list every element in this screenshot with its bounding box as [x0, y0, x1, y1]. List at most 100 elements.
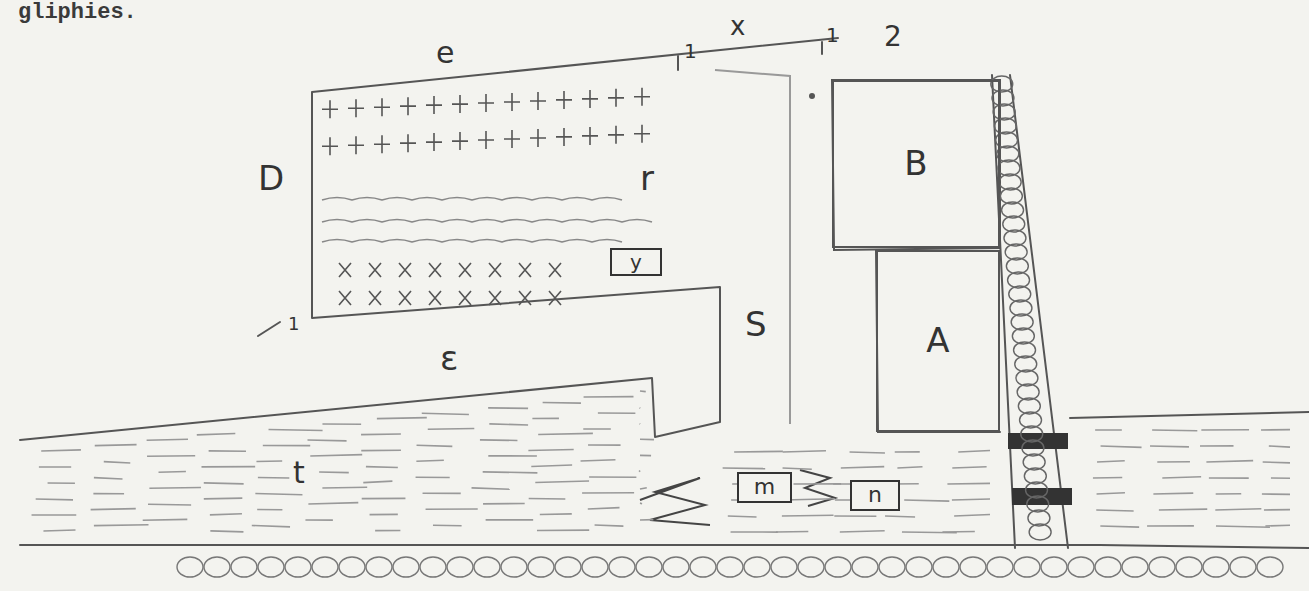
- column-edge: [1010, 75, 1068, 548]
- ground-line: [20, 545, 1309, 548]
- hatch-dash: [840, 531, 885, 532]
- loop-mark: [1122, 557, 1148, 577]
- hatch-dash: [147, 455, 195, 457]
- hatch-dash: [43, 530, 75, 531]
- loop-mark: [960, 557, 986, 577]
- x-mark: [459, 291, 471, 305]
- loop-mark: [501, 557, 527, 577]
- loop-mark: [528, 557, 554, 577]
- hatch-dash: [1209, 477, 1249, 479]
- x-mark: [429, 291, 441, 305]
- tick-number: 1: [826, 24, 839, 46]
- x-mark: [399, 291, 411, 305]
- loop-mark: [798, 557, 824, 577]
- hatch-dash: [850, 451, 885, 454]
- hatch-dash: [197, 433, 236, 434]
- zone-letter: t: [290, 456, 308, 489]
- hatch-dash: [148, 503, 191, 505]
- hatch-dash: [904, 500, 949, 501]
- loop-mark: [555, 557, 581, 577]
- loop-mark: [690, 557, 716, 577]
- plan-letter: y: [630, 251, 642, 273]
- cross-mark: [530, 92, 546, 110]
- hatch-dash: [361, 433, 401, 435]
- loop-mark: [1068, 557, 1094, 577]
- hatch-dash: [319, 471, 349, 473]
- hatch-dash: [782, 514, 834, 516]
- hatch-dash: [531, 465, 572, 466]
- hatch-dash: [640, 439, 654, 441]
- cross-mark: [504, 93, 520, 111]
- plan-letter: A: [926, 322, 949, 359]
- hatch-dash: [897, 467, 922, 468]
- hatch-dash: [640, 488, 647, 489]
- hatch-dash: [201, 466, 255, 468]
- hatch-dash: [1147, 525, 1194, 527]
- hatch-dash: [375, 530, 400, 532]
- outline-path: [312, 92, 720, 437]
- plan-box: B: [832, 80, 1000, 248]
- hatch-dash: [895, 451, 920, 453]
- cross-mark: [582, 90, 598, 108]
- hatch-dash: [1101, 446, 1142, 447]
- hatch-dash: [204, 497, 243, 499]
- loop-mark: [771, 557, 797, 577]
- zigzag-mark: [800, 470, 835, 506]
- cross-mark: [426, 133, 442, 151]
- loop-mark: [204, 557, 230, 577]
- hatch-dash: [94, 478, 123, 479]
- plan-box: A: [876, 250, 1000, 432]
- hatch-dash: [885, 516, 915, 517]
- tick-number: 1: [288, 314, 299, 334]
- hatch-dash: [1216, 493, 1242, 495]
- hatch-dash: [416, 460, 443, 463]
- plan-letter: n: [868, 483, 882, 507]
- hatch-dash: [841, 467, 884, 468]
- zigzag-mark: [640, 478, 710, 525]
- hatch-dash: [1093, 477, 1122, 479]
- hatch-dash: [91, 508, 136, 511]
- cross-mark: [348, 136, 364, 154]
- hatch-dash: [1150, 445, 1189, 447]
- hatch-dash: [423, 492, 461, 494]
- hatch-dash: [308, 503, 358, 504]
- side-letter: D: [258, 160, 284, 197]
- hatch-dash: [1096, 509, 1133, 512]
- hatch-dash: [94, 524, 149, 526]
- dimension-letter: x: [730, 12, 745, 41]
- hatch-dash: [640, 502, 642, 504]
- hatch-dash: [486, 519, 534, 521]
- loop-mark: [1095, 557, 1121, 577]
- hatch-dash: [598, 412, 636, 414]
- loop-mark: [582, 557, 608, 577]
- hatch-dash: [640, 519, 653, 521]
- loop-mark: [420, 557, 446, 577]
- hatch-dash: [532, 418, 559, 420]
- cross-mark: [556, 91, 572, 109]
- cross-mark: [374, 135, 390, 153]
- loop-mark: [312, 557, 338, 577]
- x-mark: [429, 263, 441, 277]
- cross-mark: [504, 130, 520, 148]
- hatch-dash: [149, 487, 201, 489]
- hatch-dash: [1097, 461, 1125, 462]
- cross-mark: [322, 100, 338, 118]
- hatch-dash: [416, 476, 450, 478]
- x-mark: [339, 263, 351, 277]
- hatch-dash: [32, 514, 77, 516]
- hatch-dash: [639, 407, 641, 409]
- x-mark: [369, 263, 381, 277]
- side-letter: e: [436, 36, 454, 69]
- hatch-dash: [1162, 477, 1201, 478]
- ground-line: [20, 378, 652, 440]
- squiggle-hatch: [715, 70, 790, 424]
- loop-mark: [933, 557, 959, 577]
- cross-mark: [348, 99, 364, 117]
- hatch-dash: [426, 508, 478, 510]
- hatch-dash: [41, 450, 81, 451]
- hatch-dash: [308, 439, 347, 441]
- survey-dot: [809, 93, 815, 99]
- cross-mark: [634, 88, 650, 106]
- tick-mark: [821, 42, 823, 54]
